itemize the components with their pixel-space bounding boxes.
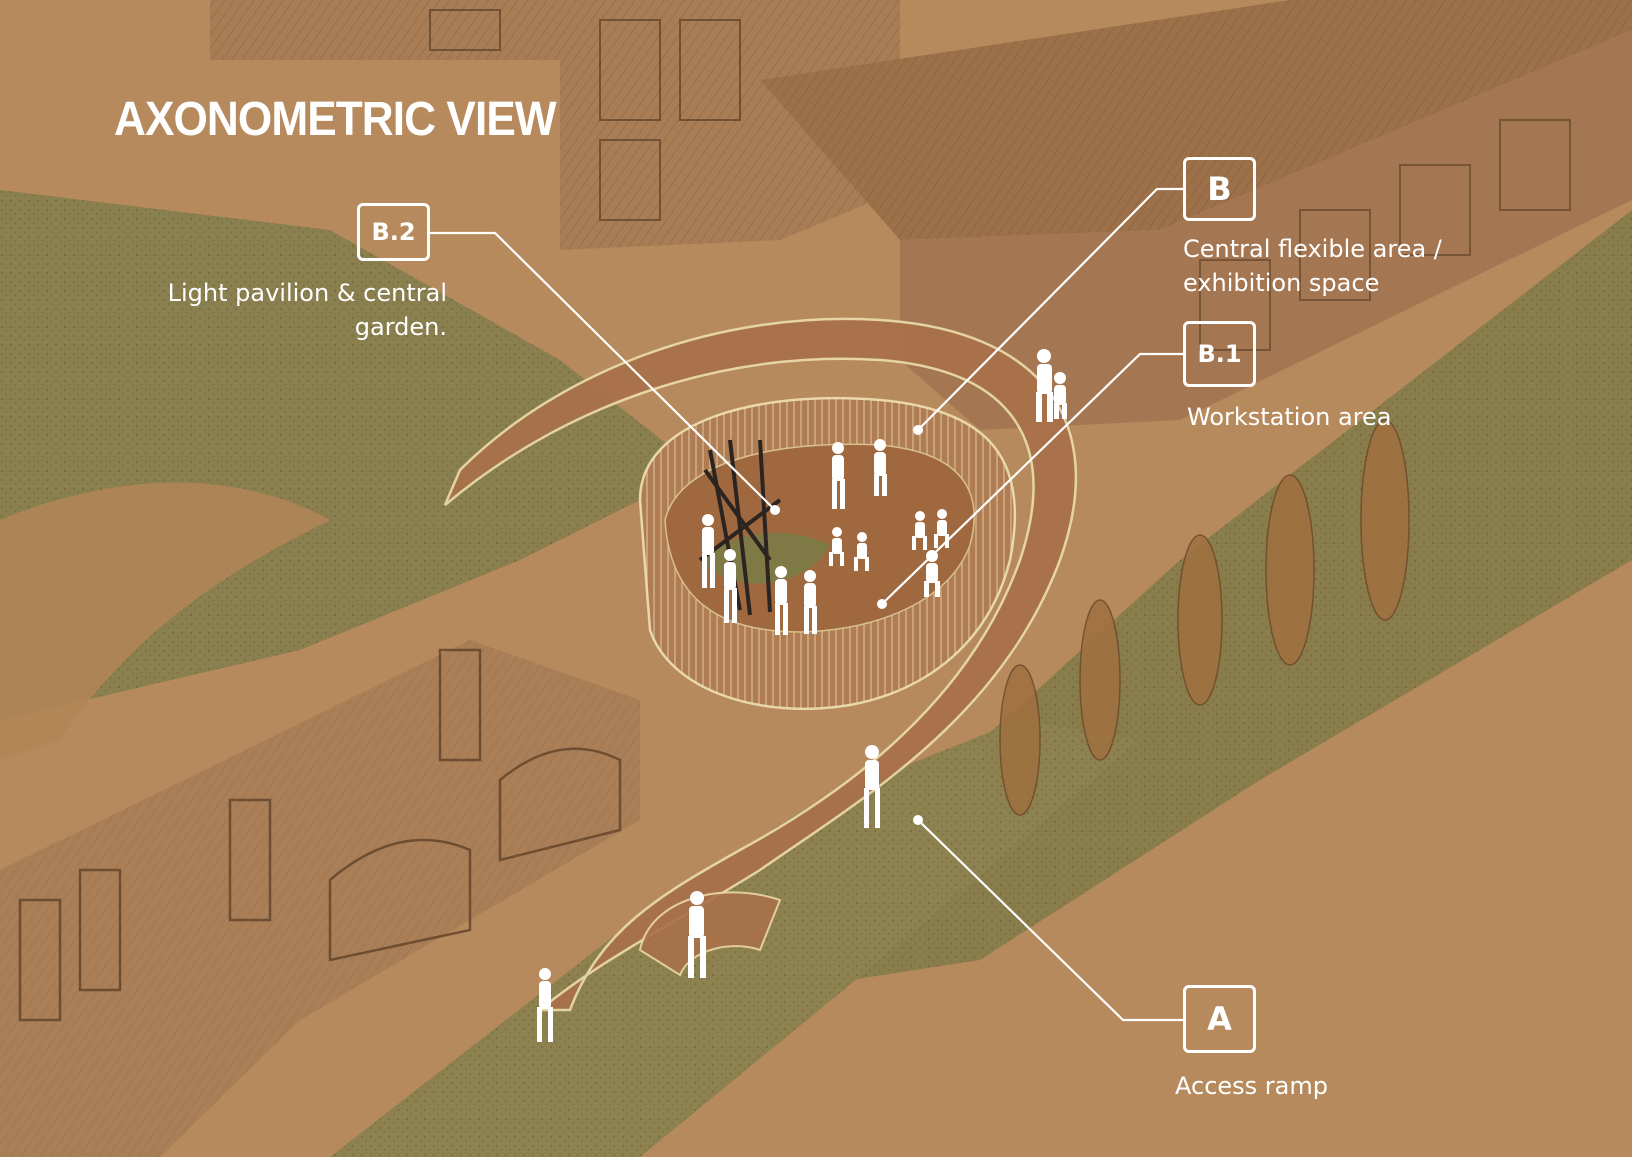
building-right-roof [760,0,1632,240]
person-figure [832,442,845,509]
person-figure [724,549,737,623]
leader-endpoint-b [913,425,923,435]
callout-badge-b1: B.1 [1183,321,1256,387]
person-figure [1036,349,1053,422]
leader-endpoint-b1 [877,599,887,609]
building-lower [0,640,640,1157]
building-right-facade [900,30,1632,430]
callout-label-a-line1: Access ramp [1175,1072,1328,1100]
building-upper-windows [429,9,741,221]
leader-endpoint-a [913,815,923,825]
access-ramp-tail [638,891,782,977]
person-figure [775,566,788,635]
callout-badge-b2-text: B.2 [371,218,416,246]
leader-line-b [917,187,1183,431]
callout-badge-b: B [1183,157,1256,221]
callout-badge-a-text: A [1207,1000,1232,1038]
callout-badge-b2: B.2 [357,203,430,261]
callout-label-b2-line2: garden. [354,313,447,341]
leader-endpoint-b2 [770,505,780,515]
leader-line-b1 [881,352,1183,605]
page-title: AXONOMETRIC VIEW [114,93,557,146]
leader-endpoints [770,425,923,825]
cypress-trees [999,419,1410,816]
person-figure [874,439,887,496]
leader-lines [430,187,1183,1022]
person-figure [829,527,844,566]
person-figure [702,514,715,588]
access-ramp [443,317,1077,1012]
callout-label-b2-line1: Light pavilion & central [167,279,447,307]
person-figure [912,511,927,550]
building-upper [210,0,900,250]
building-right-windows [1199,119,1571,351]
leader-line-b2 [430,231,776,511]
garden-path [0,482,330,760]
person-figure [804,570,817,634]
building-lower-windows [18,648,622,1022]
callout-badge-b-text: B [1207,170,1232,208]
person-figure [688,891,706,978]
callout-label-b-line2: exhibition space [1183,269,1380,297]
callout-badge-a: A [1183,985,1256,1053]
leader-line-a [917,819,1183,1022]
person-figure [864,745,880,828]
person-figure [854,532,869,571]
callout-label-b1-line1: Workstation area [1187,403,1392,431]
callout-label-b-line1: Central flexible area / [1183,235,1442,263]
callout-badge-b1-text: B.1 [1197,340,1242,368]
person-figure [537,968,553,1042]
person-figure [1054,372,1067,419]
